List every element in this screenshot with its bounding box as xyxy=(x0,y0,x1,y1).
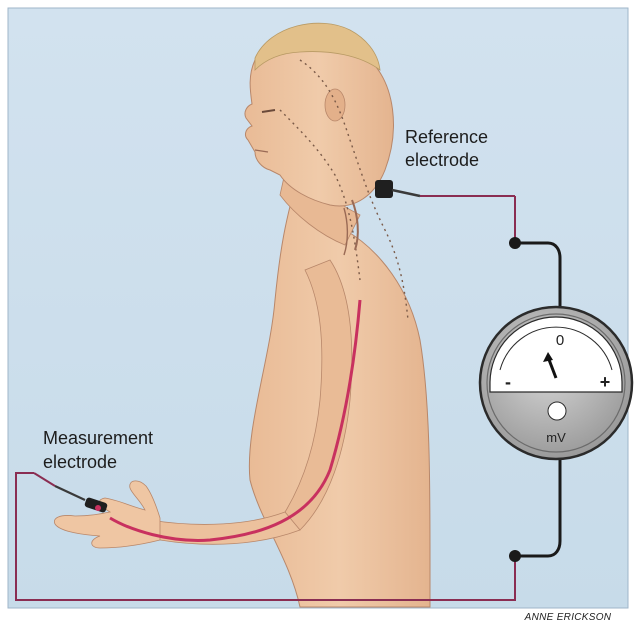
top-junction xyxy=(509,237,521,249)
millivolt-meter: 0 - + mV xyxy=(480,307,632,459)
reference-label-line2: electrode xyxy=(405,150,479,170)
meter-unit-label: mV xyxy=(546,430,566,445)
measurement-label-line1: Measurement xyxy=(43,428,153,448)
measurement-label-line2: electrode xyxy=(43,452,117,472)
meter-minus-label: - xyxy=(505,372,511,392)
meter-plus-label: + xyxy=(600,372,611,392)
meter-zero-label: 0 xyxy=(556,332,564,349)
artist-credit: ANNE ERICKSON xyxy=(524,612,612,623)
reference-label-line1: Reference xyxy=(405,127,488,147)
bottom-junction xyxy=(509,550,521,562)
